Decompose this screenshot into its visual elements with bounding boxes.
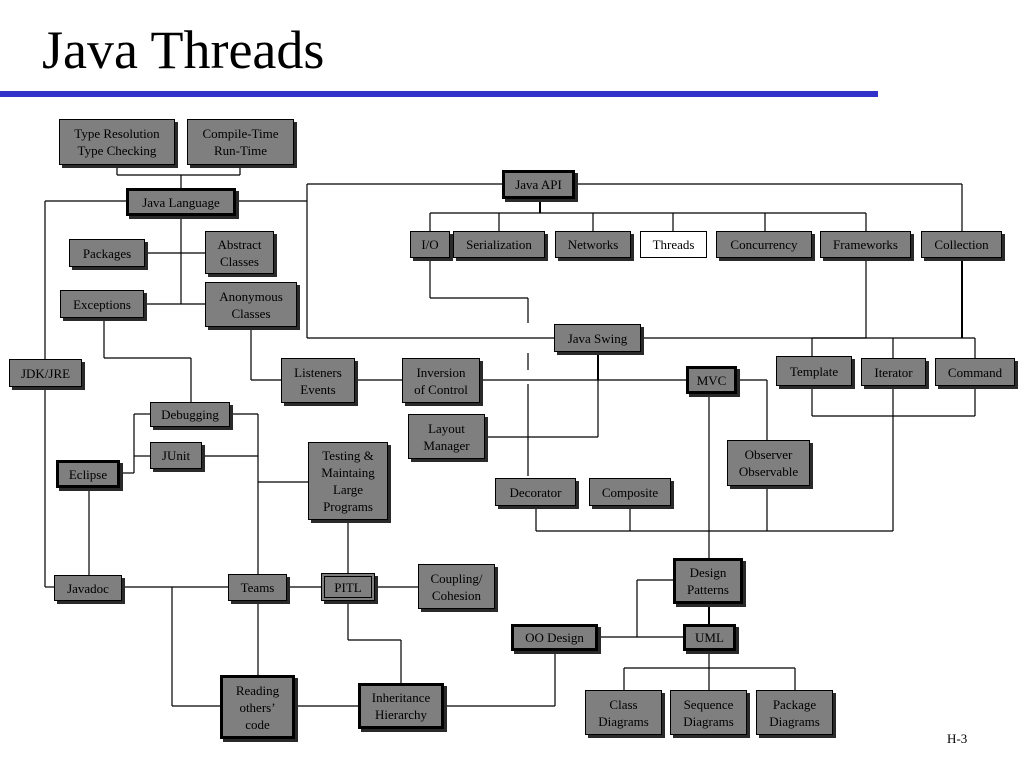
node-exceptions: Exceptions: [60, 290, 144, 318]
node-inheritance-hierarchy: Inheritance Hierarchy: [358, 683, 444, 729]
node-sequence-diagrams: Sequence Diagrams: [670, 690, 747, 735]
node-teams: Teams: [228, 574, 287, 601]
node-command: Command: [935, 358, 1015, 386]
title-underline: [0, 91, 878, 97]
node-javadoc: Javadoc: [54, 575, 122, 601]
node-package-diagrams: Package Diagrams: [756, 690, 833, 735]
node-composite: Composite: [589, 478, 671, 506]
node-java-swing: Java Swing: [554, 324, 641, 352]
page-number: H-3: [947, 731, 968, 746]
node-coupling-cohesion: Coupling/ Cohesion: [418, 564, 495, 609]
node-decorator: Decorator: [495, 478, 576, 506]
node-reading-others-code: Reading others’ code: [220, 675, 295, 739]
node-collection: Collection: [921, 231, 1002, 258]
node-iterator: Iterator: [861, 358, 926, 386]
node-java-api: Java API: [502, 170, 575, 199]
node-design-patterns: Design Patterns: [673, 558, 743, 604]
node-type-resolution: Type Resolution Type Checking: [59, 119, 175, 165]
node-layout-manager: Layout Manager: [408, 414, 485, 459]
node-frameworks: Frameworks: [820, 231, 911, 258]
node-serialization: Serialization: [453, 231, 545, 258]
node-testing-maintaining: Testing & Maintaing Large Programs: [308, 442, 388, 520]
node-io: I/O: [410, 231, 450, 258]
node-eclipse: Eclipse: [56, 460, 120, 488]
node-observer-observable: Observer Observable: [727, 440, 810, 486]
node-listeners-events: Listeners Events: [281, 358, 355, 403]
node-anonymous-classes: Anonymous Classes: [205, 282, 297, 327]
slide-title: Java Threads: [42, 20, 325, 80]
node-jdk-jre: JDK/JRE: [9, 359, 82, 387]
node-networks: Networks: [555, 231, 631, 258]
node-class-diagrams: Class Diagrams: [585, 690, 662, 735]
node-concurrency: Concurrency: [716, 231, 812, 258]
node-threads: Threads: [640, 231, 707, 258]
node-abstract-classes: Abstract Classes: [205, 231, 274, 274]
node-uml: UML: [683, 624, 736, 651]
node-oo-design: OO Design: [511, 624, 598, 651]
node-template: Template: [776, 356, 852, 386]
node-compile-time: Compile-Time Run-Time: [187, 119, 294, 165]
node-inversion-of-control: Inversion of Control: [402, 358, 480, 403]
node-debugging: Debugging: [150, 402, 230, 427]
node-mvc: MVC: [686, 366, 737, 394]
node-java-language: Java Language: [126, 188, 236, 216]
node-pitl: PITL: [321, 573, 375, 601]
node-junit: JUnit: [150, 442, 202, 469]
node-packages: Packages: [69, 239, 145, 267]
